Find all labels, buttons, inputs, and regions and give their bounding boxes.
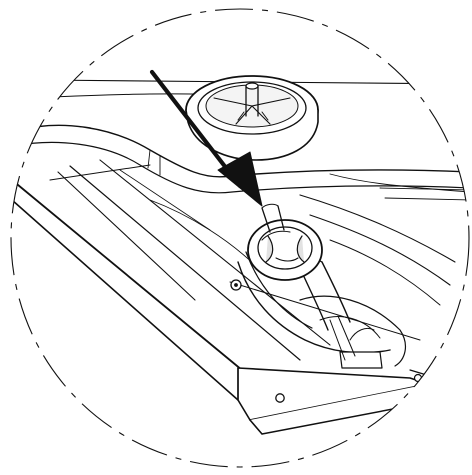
curved-frame (13, 124, 469, 306)
end-bracket (237, 367, 441, 435)
detail-circle (10, 8, 470, 468)
knob (247, 203, 323, 281)
dial (185, 75, 319, 161)
rail-screw (230, 279, 242, 291)
rail (11, 159, 421, 401)
arrow-icon (149, 69, 263, 207)
